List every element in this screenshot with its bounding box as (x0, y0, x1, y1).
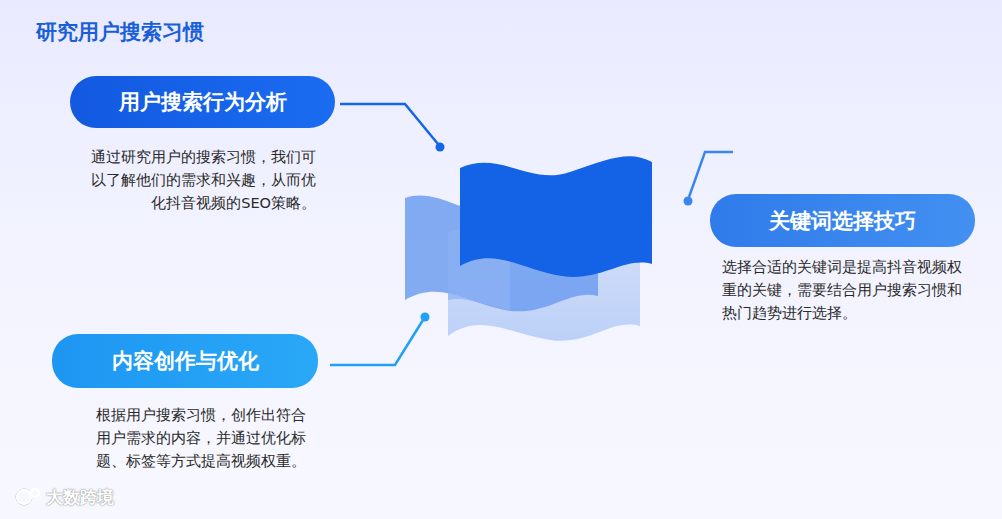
heading-text: 关键词选择技巧 (769, 207, 916, 235)
leader-dot (421, 313, 430, 322)
flag-front (460, 156, 652, 277)
heading-pill: 用户搜索行为分析通过研究用户的搜索习惯，我们可以了解他们的需求和兴趣，从而优化抖… (70, 76, 335, 128)
body-text: 根据用户搜索习惯，创作出符合用户需求的内容，并通过优化标题、标签等方式提高视频权… (84, 404, 306, 473)
heading-text: 用户搜索行为分析 (119, 88, 287, 116)
leader-line (340, 104, 438, 144)
leader-dot (684, 197, 693, 206)
heading-text: 内容创作与优化 (112, 347, 259, 375)
title: 研究用户搜索习惯 (36, 18, 204, 46)
body-text: 选择合适的关键词是提高抖音视频权重的关键，需要结合用户搜索习惯和热门趋势进行选择… (722, 256, 962, 325)
leader-line (330, 320, 423, 365)
heading-pill: 内容创作与优化根据用户搜索习惯，创作出符合用户需求的内容，并通过优化标题、标签等… (52, 334, 318, 388)
body-text: 通过研究用户的搜索习惯，我们可以了解他们的需求和兴趣，从而优化抖音视频的SEO策… (88, 146, 316, 215)
heading-pill: 关键词选择技巧选择合适的关键词是提高抖音视频权重的关键，需要结合用户搜索习惯和热… (710, 194, 975, 247)
watermark: 大数跨境 (46, 486, 114, 509)
leader-line (689, 152, 733, 197)
leader-dot (436, 143, 445, 152)
watermark-logo (16, 489, 39, 505)
